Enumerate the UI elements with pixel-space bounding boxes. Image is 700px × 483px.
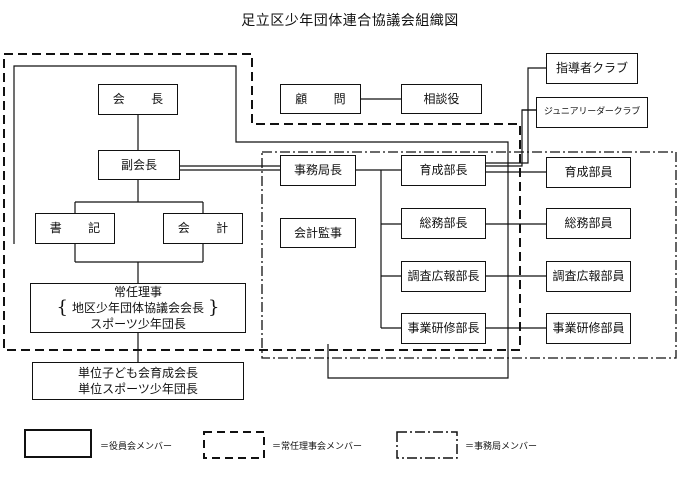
legend-dashdot-label: ＝事務局メンバー	[465, 442, 538, 452]
legend-solid-label: ＝役員会メンバー	[100, 442, 173, 452]
box-shoki: 書 記	[35, 213, 115, 244]
box-chosa-buin-label: 調査広報部員	[552, 269, 625, 284]
box-jimukyokucho: 事務局長	[280, 155, 356, 186]
box-ikusei-buin: 育成部員	[546, 157, 631, 188]
box-shoki-label: 書 記	[49, 221, 108, 236]
box-komon-label: 顧 問	[295, 91, 353, 106]
box-sodanyaku-label: 相談役	[423, 91, 460, 106]
box-jigyo-buin-label: 事業研修部員	[552, 321, 625, 336]
box-fukukaicho-label: 副会長	[120, 157, 157, 172]
box-soumu-bucho: 総務部長	[401, 208, 486, 239]
joninriji-line2: 地区少年団体協議会会長	[71, 300, 204, 315]
box-chosa-buin: 調査広報部員	[546, 261, 631, 292]
box-shidosha-club: 指導者クラブ	[546, 53, 638, 84]
box-chosa-bucho: 調査広報部長	[401, 261, 486, 292]
brace-left: {	[56, 297, 68, 318]
brace-right: }	[208, 297, 220, 318]
box-soumu-bucho-label: 総務部長	[419, 216, 468, 231]
box-kaikeikanji-label: 会計監事	[293, 225, 342, 240]
box-joninriji: { 常任理事 地区少年団体協議会会長 スポーツ少年団長 }	[30, 283, 246, 333]
tanni-line1: 単位子ども会育成会長	[77, 365, 198, 380]
legend-dashed-label: ＝常任理事会メンバー	[272, 442, 363, 452]
box-jigyo-bucho-label: 事業研修部長	[407, 321, 480, 336]
box-soumu-buin-label: 総務部員	[564, 216, 613, 231]
chart-title: 足立区少年団体連合協議会組織図	[241, 13, 459, 29]
box-kaicho-label: 会 長	[112, 92, 171, 107]
box-sodanyaku: 相談役	[401, 84, 482, 114]
box-kaikei-label: 会 計	[177, 221, 236, 236]
box-ikusei-bucho: 育成部長	[401, 155, 486, 186]
box-jigyo-buin: 事業研修部員	[546, 313, 631, 344]
tanni-line2: 単位スポーツ少年団長	[78, 382, 198, 396]
tanni-lines: 単位子ども会育成会長 単位スポーツ少年団長	[78, 365, 198, 397]
box-tanni: 単位子ども会育成会長 単位スポーツ少年団長	[32, 362, 244, 400]
box-fukukaicho: 副会長	[98, 150, 180, 180]
box-kaikei: 会 計	[163, 213, 243, 244]
box-chosa-bucho-label: 調査広報部長	[407, 269, 480, 284]
box-jigyo-bucho: 事業研修部長	[401, 313, 486, 344]
box-ikusei-bucho-label: 育成部長	[419, 163, 468, 178]
joninriji-line1: 常任理事	[113, 284, 162, 299]
box-soumu-buin: 総務部員	[546, 208, 631, 239]
box-jimukyokucho-label: 事務局長	[293, 163, 342, 178]
box-junior-leader-club: ジュニアリーダークラブ	[536, 97, 648, 128]
joninriji-lines: 常任理事 地区少年団体協議会会長 スポーツ少年団長	[72, 284, 204, 333]
box-kaicho: 会 長	[98, 84, 178, 115]
box-ikusei-buin-label: 育成部員	[564, 165, 613, 180]
box-kaikeikanji: 会計監事	[280, 218, 356, 248]
box-komon: 顧 問	[280, 84, 361, 114]
box-shidosha-club-label: 指導者クラブ	[555, 61, 628, 76]
box-junior-leader-club-label: ジュニアリーダークラブ	[543, 107, 641, 118]
joninriji-line3: スポーツ少年団長	[90, 317, 186, 332]
